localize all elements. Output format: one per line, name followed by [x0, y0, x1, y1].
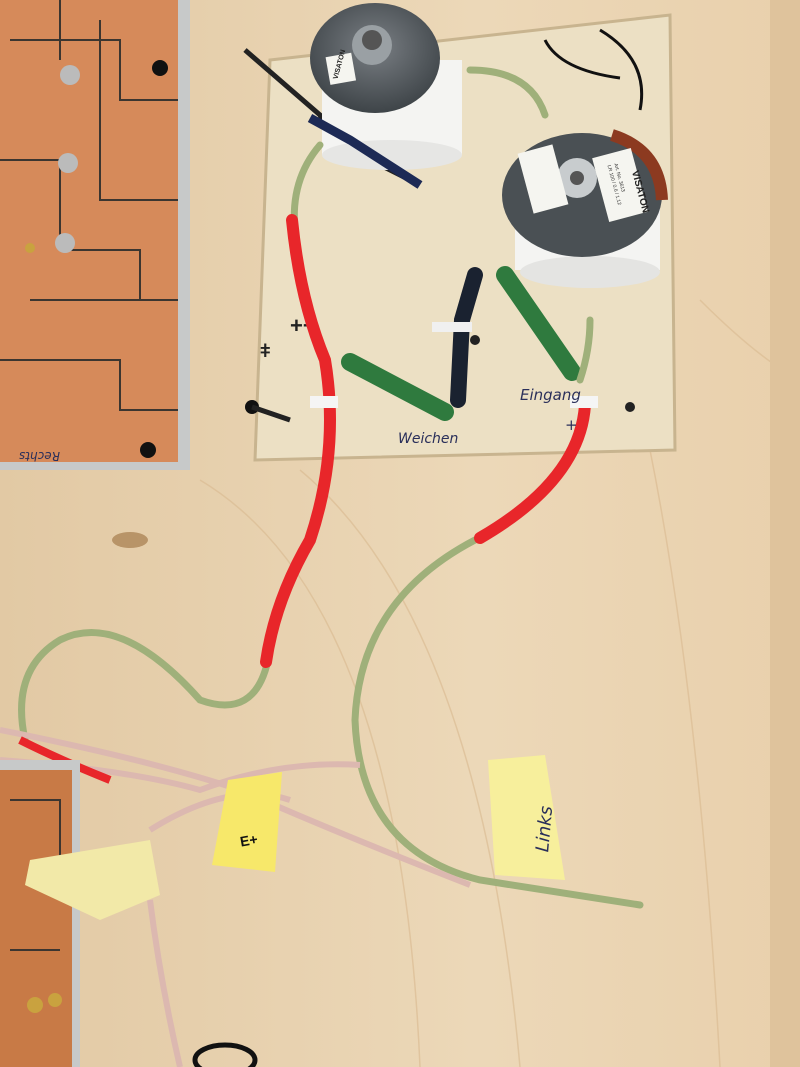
- tape-left-label: E+: [239, 831, 259, 850]
- cable-tie: [310, 396, 338, 408]
- tape-right: [488, 755, 565, 880]
- resistor-green-left: [341, 353, 454, 421]
- label-plus: +: [565, 416, 578, 434]
- resistor-green-right: [496, 266, 581, 381]
- tape-left: [212, 772, 282, 872]
- wood-knot: [112, 532, 148, 548]
- pcb-top-left: [0, 0, 190, 470]
- red-heatshrink: [260, 214, 591, 668]
- speaker-wires: [18, 66, 644, 909]
- tape-bundle: [25, 840, 160, 920]
- svg-text:ǂ: ǂ: [260, 341, 271, 361]
- coil-right: VISATON Art. No. 3613 LR 100 / 0.6 / 1.1…: [502, 129, 668, 288]
- pcb-label: Rechts: [19, 449, 60, 463]
- pcb-bottom-left: [0, 760, 80, 1067]
- wood-grain: [199, 299, 800, 1067]
- tape-right-label: Links: [532, 805, 557, 853]
- capacitor-black: [450, 267, 483, 408]
- label-eingang: Eingang: [520, 386, 581, 404]
- label-weichen: Weichen: [398, 431, 458, 447]
